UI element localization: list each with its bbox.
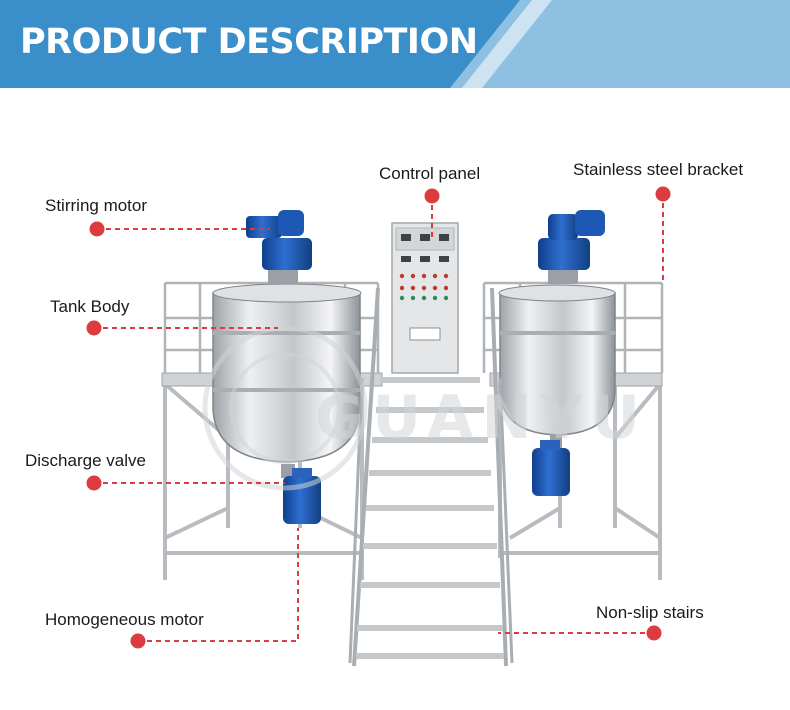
mixer-illustration: GUANYU xyxy=(161,210,664,667)
stirring-motor-right xyxy=(538,210,605,284)
tank-body-marker-dot xyxy=(86,320,102,336)
svg-text:GUANYU: GUANYU xyxy=(315,383,648,453)
non-slip-stairs-label: Non-slip stairs xyxy=(596,603,704,622)
banner-background xyxy=(0,0,790,88)
control-panel-label: Control panel xyxy=(379,164,481,183)
stirring-motor-marker-dot xyxy=(89,221,105,237)
control-cabinet xyxy=(391,222,459,374)
discharge-valve-label: Discharge valve xyxy=(25,451,146,470)
homogeneous-motor-leader-line xyxy=(138,528,299,642)
homogeneous-motor-marker-dot xyxy=(130,633,146,649)
stainless-steel-bracket-marker-dot xyxy=(655,186,671,202)
discharge-valve-marker-dot xyxy=(86,475,102,491)
stainless-steel-bracket-label: Stainless steel bracket xyxy=(573,160,744,179)
homogeneous-motor-right xyxy=(532,434,570,496)
tank-body-label: Tank Body xyxy=(50,297,130,316)
control-panel-marker-dot xyxy=(424,188,440,204)
callout-layer xyxy=(86,186,671,649)
staircase xyxy=(348,287,514,667)
homogeneous-motor-label: Homogeneous motor xyxy=(45,610,204,629)
watermark-logo: GUANYU xyxy=(202,325,648,491)
stirring-motor-left xyxy=(246,210,312,284)
page-title: PRODUCT DESCRIPTION xyxy=(20,22,478,62)
stirring-motor-label: Stirring motor xyxy=(45,196,148,215)
header-banner: PRODUCT DESCRIPTION xyxy=(0,0,790,88)
non-slip-stairs-marker-dot xyxy=(646,625,662,641)
